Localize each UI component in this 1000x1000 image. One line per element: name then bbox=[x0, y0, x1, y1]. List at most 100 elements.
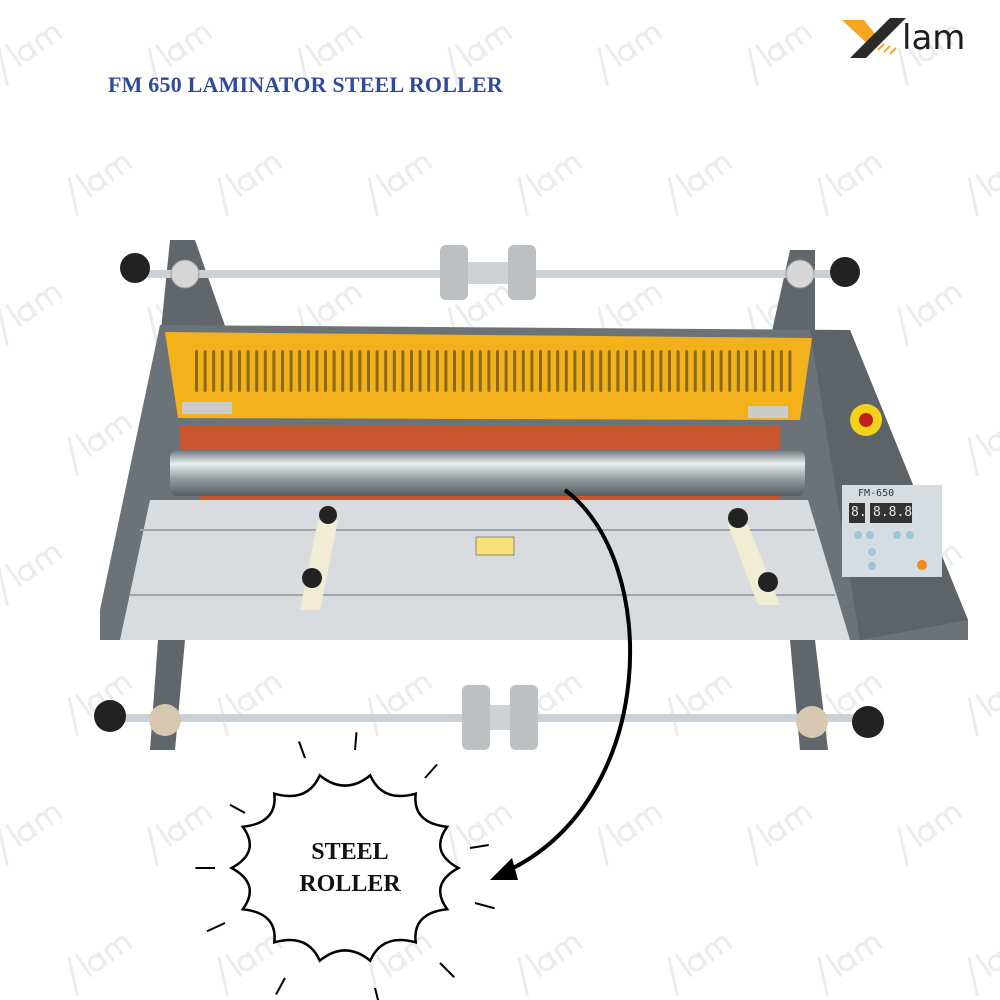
guard-slot bbox=[513, 350, 517, 392]
guard-slot bbox=[306, 350, 310, 392]
lower-unwind-shaft bbox=[94, 685, 884, 750]
guard-slot bbox=[676, 350, 680, 392]
guard-slot bbox=[470, 350, 474, 392]
burst-ray bbox=[206, 922, 226, 933]
guard-slot bbox=[754, 350, 757, 392]
guard-slot bbox=[375, 350, 379, 392]
guard-slot bbox=[504, 350, 508, 392]
burst-ray bbox=[275, 977, 286, 995]
page-title: FM 650 LAMINATOR STEEL ROLLER bbox=[108, 72, 503, 97]
guard-slot bbox=[324, 350, 327, 392]
guard-slot bbox=[220, 350, 224, 392]
burst-ray bbox=[374, 987, 380, 1000]
guard-slot bbox=[736, 350, 740, 392]
speed-display: 8.8.8. bbox=[873, 505, 920, 520]
guard-slot bbox=[685, 350, 689, 392]
guard-slot bbox=[289, 350, 293, 392]
guard-slot bbox=[401, 350, 405, 392]
guard-slot bbox=[728, 350, 732, 392]
guard-slot bbox=[719, 350, 723, 392]
guard-slot bbox=[272, 350, 276, 392]
guard-slot bbox=[255, 350, 259, 392]
silicone-roller bbox=[180, 425, 780, 450]
start-button[interactable] bbox=[917, 560, 927, 570]
guard-slot bbox=[461, 350, 465, 392]
guard-slot bbox=[444, 350, 448, 392]
guard-slot bbox=[564, 350, 568, 392]
guard-slot bbox=[582, 350, 585, 392]
guard-slot bbox=[702, 350, 706, 392]
arrow-head-icon bbox=[490, 858, 518, 880]
guard-slot bbox=[418, 350, 422, 392]
callout-burst bbox=[228, 773, 462, 963]
knob-icon bbox=[94, 700, 126, 732]
burst-ray bbox=[439, 962, 455, 978]
guard-slot bbox=[625, 350, 628, 392]
guard-slot bbox=[453, 350, 456, 392]
panel-model-label: FM-650 bbox=[858, 488, 895, 499]
safety-guard bbox=[165, 332, 812, 420]
guard-slot bbox=[762, 350, 766, 392]
guard-slot bbox=[427, 350, 431, 392]
guard-slot bbox=[599, 350, 603, 392]
guard-slot bbox=[238, 350, 241, 392]
guard-slot bbox=[573, 350, 577, 392]
guard-slot bbox=[771, 350, 775, 392]
guard-slot bbox=[693, 350, 697, 392]
guard-slot bbox=[633, 350, 637, 392]
guard-slot bbox=[556, 350, 560, 392]
guard-slot bbox=[711, 350, 714, 392]
guard-slot bbox=[212, 350, 216, 392]
knob-icon bbox=[852, 706, 884, 738]
guard-slot bbox=[521, 350, 525, 392]
guard-slot bbox=[496, 350, 499, 392]
guard-slot bbox=[263, 350, 267, 392]
temperature-display: 8. bbox=[851, 505, 867, 520]
brand-logo bbox=[842, 18, 906, 58]
callout-arrow bbox=[504, 488, 633, 874]
guard-slot bbox=[745, 350, 749, 392]
guard-slot bbox=[341, 350, 345, 392]
guard-slot bbox=[410, 350, 413, 392]
guard-slot bbox=[659, 350, 663, 392]
steel-roller bbox=[170, 450, 805, 496]
burst-ray bbox=[474, 902, 495, 910]
guard-slot bbox=[668, 350, 671, 392]
knob-icon bbox=[120, 253, 150, 283]
guard-slot bbox=[487, 350, 491, 392]
guard-slot bbox=[779, 350, 783, 392]
guard-slot bbox=[607, 350, 611, 392]
guard-slot bbox=[435, 350, 439, 392]
guard-slot bbox=[539, 350, 542, 392]
knob-icon bbox=[830, 257, 860, 287]
guard-slot bbox=[590, 350, 594, 392]
guard-slot bbox=[642, 350, 646, 392]
burst-ray bbox=[354, 732, 358, 751]
callout-line-1: STEEL bbox=[311, 839, 389, 865]
guard-slot bbox=[349, 350, 353, 392]
guard-slot bbox=[788, 350, 792, 392]
guard-slot bbox=[650, 350, 654, 392]
guard-slot bbox=[315, 350, 319, 392]
guard-slot bbox=[367, 350, 370, 392]
burst-ray bbox=[229, 803, 246, 814]
guard-slot bbox=[478, 350, 482, 392]
guard-slot bbox=[384, 350, 388, 392]
upper-unwind-shaft bbox=[120, 240, 860, 340]
guard-slot bbox=[246, 350, 250, 392]
guard-slot bbox=[281, 350, 284, 392]
guard-slot bbox=[332, 350, 336, 392]
guard-slot bbox=[195, 350, 198, 392]
guard-slot bbox=[358, 350, 362, 392]
guard-slot bbox=[229, 350, 233, 392]
guard-slot bbox=[530, 350, 534, 392]
burst-ray bbox=[424, 763, 438, 779]
callout-line-2: ROLLER bbox=[299, 871, 401, 897]
guard-slot bbox=[392, 350, 396, 392]
guard-slot bbox=[298, 350, 302, 392]
burst-ray bbox=[469, 844, 489, 849]
guard-slot bbox=[203, 350, 207, 392]
guard-slot bbox=[547, 350, 551, 392]
warning-label bbox=[475, 536, 515, 556]
